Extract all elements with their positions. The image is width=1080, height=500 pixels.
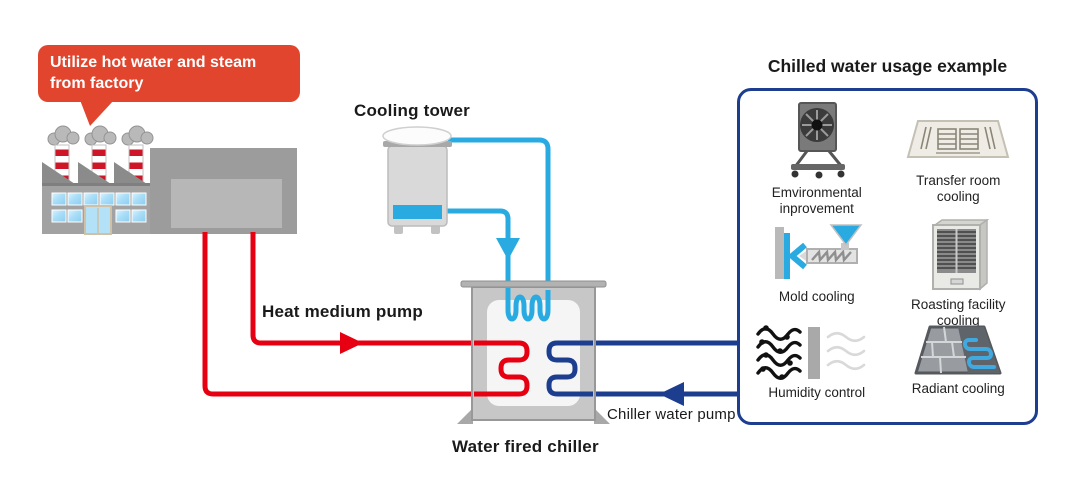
heat-medium-coil	[474, 340, 530, 397]
chiller-water-pump-label: Chiller water pump	[607, 406, 736, 423]
chiller-foot	[594, 408, 610, 424]
injection-mold-machine-icon	[765, 219, 869, 285]
factory-illustration	[42, 125, 297, 235]
smoke-icon	[47, 125, 154, 146]
speech-bubble-tail	[80, 100, 114, 126]
usage-panel: Emvironmental inprovement	[737, 88, 1038, 425]
usage-item-label: Mold cooling	[778, 289, 855, 304]
usage-item-roasting-facility-cooling: Roasting facility cooling	[888, 219, 1030, 328]
usage-item-environmental-improvement: Emvironmental inprovement	[746, 99, 888, 219]
factory-door	[84, 205, 112, 235]
chiller-water-flow-arrow	[659, 382, 684, 406]
cooling-coil	[505, 288, 551, 322]
roasting-cabinet-icon	[923, 219, 993, 293]
heat-medium-pump-label: Heat medium pump	[262, 302, 423, 321]
factory-windows	[51, 192, 147, 223]
ceiling-cassette-ac-icon	[906, 99, 1010, 163]
factory-wall-panel	[171, 179, 282, 228]
cooling-tower-label: Cooling tower	[354, 101, 470, 120]
chiller-vessel	[457, 280, 610, 424]
radiant-floor-icon	[910, 323, 1006, 377]
usage-item-humidity-control: Humidity control	[746, 323, 888, 418]
industrial-fan-icon	[769, 99, 865, 181]
humidity-airflow-icon	[754, 323, 880, 381]
cooling-tower-illustration	[382, 126, 452, 234]
usage-panel-title: Chilled water usage example	[767, 56, 1008, 76]
tower-water-window	[393, 205, 442, 219]
cooling-water-flow-arrow	[496, 238, 520, 260]
factory-roof	[42, 162, 150, 187]
water-fired-chiller-label: Water fired chiller	[452, 437, 599, 456]
chiller-lid	[460, 280, 607, 288]
heat-medium-flow-arrow	[340, 332, 363, 354]
usage-item-radiant-cooling: Radiant cooling	[888, 323, 1030, 418]
usage-item-label: Roasting facility cooling	[910, 297, 1006, 328]
usage-item-label: Radiant cooling	[911, 381, 1005, 396]
chiller-foot	[457, 408, 473, 424]
usage-item-label: Emvironmental inprovement	[771, 185, 862, 216]
usage-item-mold-cooling: Mold cooling	[746, 219, 888, 323]
usage-item-transfer-room-cooling: Transfer room cooling	[888, 99, 1030, 219]
usage-item-label: Humidity control	[768, 385, 866, 400]
tower-lid	[382, 126, 452, 146]
callout-bubble: Utilize hot water and steam from factory	[38, 45, 300, 102]
chilled-water-coil	[546, 340, 593, 397]
usage-item-label: Transfer room cooling	[916, 173, 1001, 204]
